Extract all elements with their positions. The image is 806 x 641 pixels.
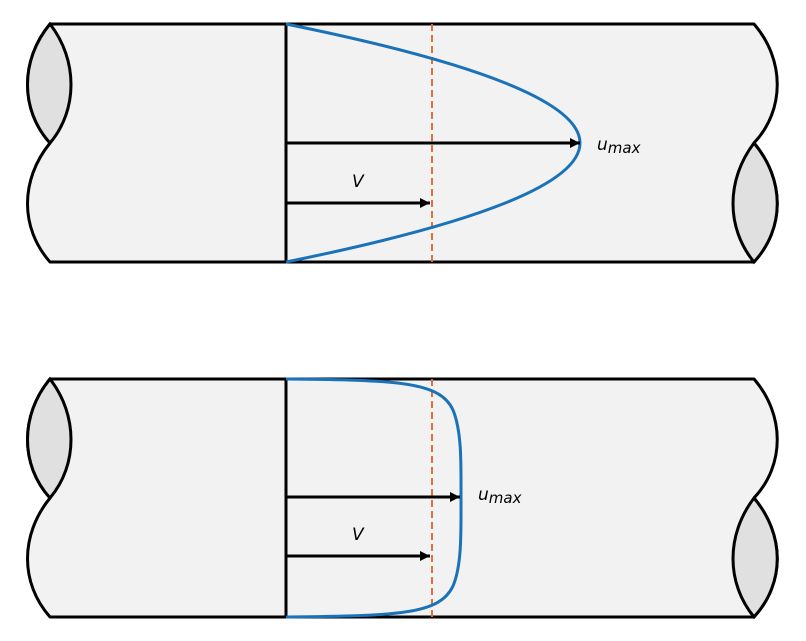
laminar-pipe-diagram: umax V	[26, 21, 779, 265]
pipe-right-end-cap	[731, 495, 779, 620]
pipe-left-end-cap	[26, 376, 73, 501]
mean-velocity-label: V	[352, 525, 365, 545]
pipe-right-end-cap	[731, 140, 779, 265]
umax-label: umax	[597, 135, 641, 157]
mean-velocity-label: V	[352, 172, 365, 192]
flat-velocity-profile	[285, 377, 463, 619]
turbulent-pipe-diagram: umax V	[26, 376, 779, 620]
pipe-left-end-cap	[26, 21, 73, 146]
umax-label: umax	[478, 485, 522, 507]
